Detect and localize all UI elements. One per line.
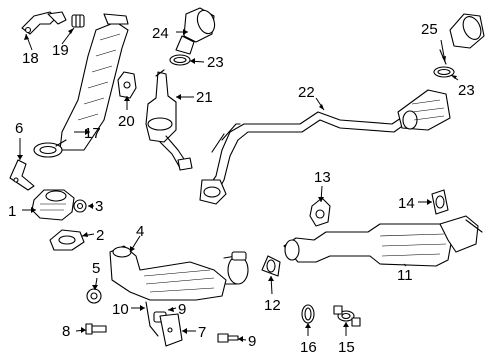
callout-13: 13 <box>314 169 331 186</box>
callout-9-lower: 9 <box>248 333 256 350</box>
callout-labels: 18 19 24 23 25 23 22 21 20 17 6 1 3 2 4 … <box>8 21 475 356</box>
callout-10: 10 <box>112 301 129 318</box>
callout-16: 16 <box>300 339 317 356</box>
callout-23-right: 23 <box>458 82 475 99</box>
part-25-exhaust-tip <box>449 13 485 49</box>
callout-20: 20 <box>118 113 135 130</box>
callout-19: 19 <box>52 42 69 59</box>
part-14-isolator <box>431 189 449 215</box>
leader-arrowheads <box>17 28 457 342</box>
part-16-o-ring <box>301 304 315 324</box>
part-2-gasket <box>49 229 85 251</box>
part-15-clamp-bolt <box>333 305 361 327</box>
callout-14: 14 <box>398 195 415 212</box>
callout-18: 18 <box>22 50 39 67</box>
callout-22: 22 <box>298 84 315 101</box>
callout-12: 12 <box>264 297 281 314</box>
callout-1: 1 <box>8 203 16 220</box>
part-8-bolt <box>85 323 107 335</box>
callout-23-left: 23 <box>207 54 224 71</box>
callout-3: 3 <box>95 198 103 215</box>
callout-7: 7 <box>198 324 206 341</box>
callout-8: 8 <box>62 323 70 340</box>
part-9-bolt <box>217 333 239 343</box>
part-6-bracket <box>9 159 35 191</box>
callout-25: 25 <box>421 21 438 38</box>
callout-6: 6 <box>15 120 23 137</box>
part-23-clamp-right <box>433 49 455 78</box>
part-18-heat-shield-bracket <box>21 11 67 35</box>
part-12-gasket <box>261 255 281 277</box>
part-21-resonator <box>145 69 193 171</box>
part-4-converter <box>109 245 249 301</box>
callout-2: 2 <box>96 227 104 244</box>
part-11-scr-assembly <box>283 215 483 267</box>
callout-15: 15 <box>338 339 355 356</box>
callout-5: 5 <box>92 260 100 277</box>
part-20-isolator <box>117 71 137 99</box>
part-1-manifold-converter <box>31 189 75 221</box>
callout-4: 4 <box>136 223 144 240</box>
callout-9-upper: 9 <box>178 301 186 318</box>
callout-21: 21 <box>196 89 213 106</box>
callout-17: 17 <box>84 125 101 142</box>
part-24-exhaust-tip <box>175 7 216 55</box>
part-13-hanger <box>309 197 331 227</box>
part-19-nut <box>71 14 85 28</box>
callout-24: 24 <box>152 25 169 42</box>
part-17-front-pipe <box>33 13 129 158</box>
callout-11: 11 <box>397 267 413 284</box>
part-7-bracket <box>159 313 183 347</box>
part-5-nut <box>86 288 102 304</box>
part-3-nut <box>73 199 87 213</box>
part-23-clamp-left <box>169 54 191 66</box>
part-22-muffler-assembly <box>199 89 451 205</box>
